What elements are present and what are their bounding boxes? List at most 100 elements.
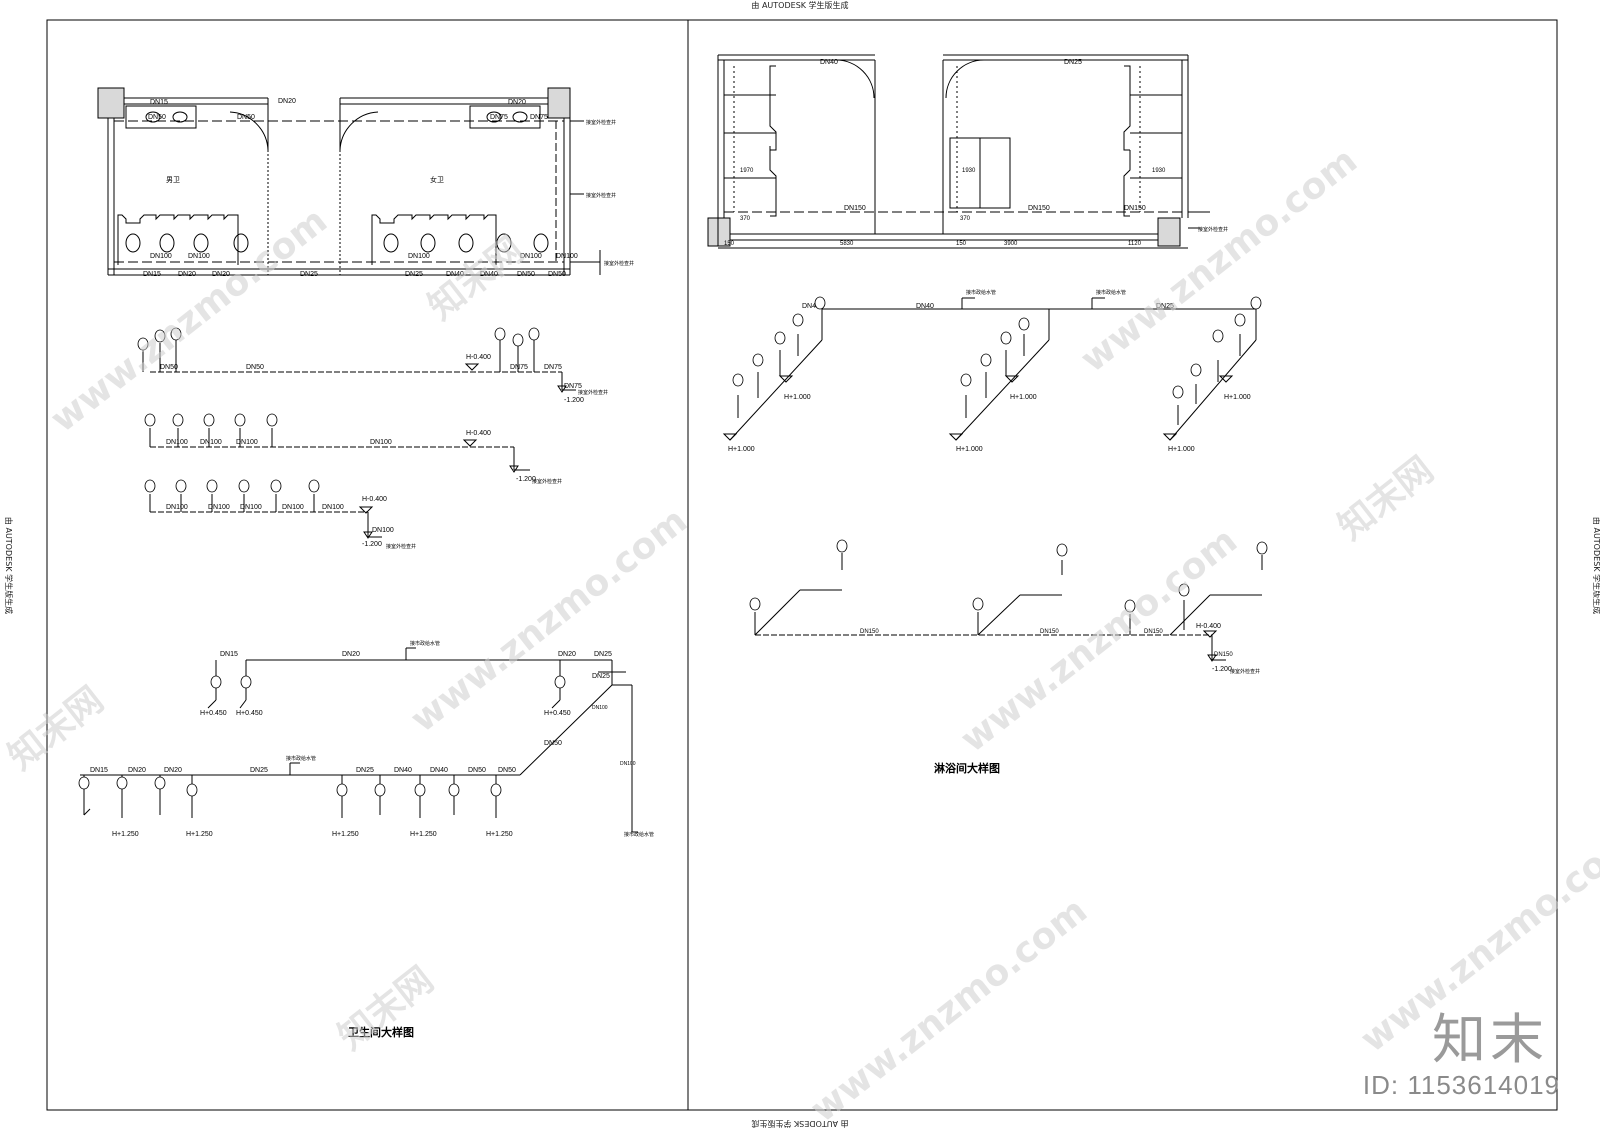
pipe-label: DN100 (200, 439, 222, 446)
title-shower-detail: 淋浴间大样图 (934, 761, 1000, 775)
elev-label: H+1.250 (112, 831, 139, 838)
pipe-label: DN25 (592, 673, 610, 680)
elev-label: H+0.450 (200, 710, 227, 717)
elev-label: H+1.000 (1168, 446, 1195, 453)
brand-logo: 知末 (1432, 1008, 1548, 1071)
pipe-label: DN100 (282, 504, 304, 511)
fixture-tag-bubble (308, 479, 320, 493)
dim-label: 1970 (740, 168, 754, 174)
pipe-label: DN150 (860, 629, 879, 635)
pipe-label: DN100 (236, 439, 258, 446)
fixture-tag-bubble (1190, 363, 1202, 377)
fixture-tag-bubble (1256, 541, 1268, 555)
elev-label: H+1.000 (1224, 394, 1251, 401)
pipe-label: DN50 (160, 364, 178, 371)
fixture-tag-bubble (836, 539, 848, 553)
pipe-label: DN20 (278, 98, 296, 105)
elev-label: H+1.000 (784, 394, 811, 401)
pipe-label: DN40 (430, 767, 448, 774)
elev-label: H+1.000 (956, 446, 983, 453)
pipe-label: DN25 (1156, 303, 1174, 310)
dim-label: 1930 (962, 168, 976, 174)
pipe-label: DN20 (164, 767, 182, 774)
fixture-tag-bubble (234, 413, 246, 427)
fixture-tag-bubble (238, 479, 250, 493)
elev-label: H+1.250 (332, 831, 359, 838)
autodesk-banner-bottom: 由 AUTODESK 学生版生成 (751, 1119, 849, 1128)
fixture-tag-bubble (1178, 583, 1190, 597)
pipe-label: DN75 (490, 114, 508, 121)
drain-iso-2 (149, 428, 530, 473)
fixture-tag-bubble (732, 373, 744, 387)
pipe-label: DN100 (592, 705, 608, 711)
dim-label: 150 (956, 241, 967, 247)
dim-label: 1930 (1152, 168, 1166, 174)
pipe-label: DN40 (820, 59, 838, 66)
pipe-label: DN50 (246, 364, 264, 371)
shower-plan (707, 54, 1210, 249)
pipe-label: DN40 (446, 271, 464, 278)
elev-label: H+1.000 (1010, 394, 1037, 401)
title-toilet-detail: 卫生间大样图 (348, 1025, 414, 1039)
pipe-label: DN75 (564, 383, 582, 390)
elev-label: -1.200 (564, 397, 584, 404)
pipe-label: DN25 (1064, 59, 1082, 66)
pipe-label: DN40 (916, 303, 934, 310)
elev-label: H-0.400 (466, 430, 491, 437)
elev-label: H+1.250 (410, 831, 437, 838)
fixture-tag-bubble (414, 783, 426, 797)
fixture-tag-bubble (78, 776, 90, 790)
pipe-label: DN20 (508, 99, 526, 106)
fixture-tag-bubble (206, 479, 218, 493)
pipe-label: DN15 (150, 99, 168, 106)
pipe-label: DN25 (300, 271, 318, 278)
pipe-label: DN150 (844, 205, 866, 212)
pipe-label: DN25 (405, 271, 423, 278)
pipe-label: DN150 (1040, 629, 1059, 635)
pipe-label: DN75 (530, 114, 548, 121)
elev-label: H+1.250 (186, 831, 213, 838)
fixture-tag-bubble (774, 331, 786, 345)
note-label: 接市政给水管 (966, 289, 996, 296)
fixture-tag-bubble (1250, 296, 1262, 310)
pipe-label: DN150 (1214, 652, 1233, 658)
pipe-label: DN100 (322, 504, 344, 511)
fixture-tag-bubble (1172, 385, 1184, 399)
pipe-label: DN15 (220, 651, 238, 658)
fixture-tag-bubble (814, 296, 826, 310)
note-label: 接市政给水管 (286, 755, 316, 762)
fixture-tag-bubble (266, 413, 278, 427)
fixture-tag-bubble (980, 353, 992, 367)
fixture-tag-bubble (137, 337, 149, 351)
pipe-label: DN100 (150, 253, 172, 260)
pipe-label: DN100 (520, 253, 542, 260)
pipe-label: DN50 (498, 767, 516, 774)
elev-label: H+1.000 (728, 446, 755, 453)
fixture-tag-bubble (172, 413, 184, 427)
elev-label: H+1.250 (486, 831, 513, 838)
pipe-label: DN15 (90, 767, 108, 774)
fixture-tag-bubble (374, 783, 386, 797)
fixture-tag-bubble (175, 479, 187, 493)
note-label: 接室外检查井 (586, 119, 616, 126)
pipe-label: DN25 (356, 767, 374, 774)
note-label: 接室外检查井 (578, 389, 608, 396)
note-label: 接室外检查井 (1230, 668, 1260, 675)
dim-label: 150 (724, 241, 735, 247)
note-label: 接市政给水管 (624, 831, 654, 838)
pipe-label: DN20 (558, 651, 576, 658)
pipe-label: DN100 (166, 439, 188, 446)
fixture-tag-bubble (186, 783, 198, 797)
fixture-tag-bubble (154, 776, 166, 790)
note-label: 接室外检查井 (604, 260, 634, 267)
fixture-tag-bubble (1000, 331, 1012, 345)
note-label: 接市政给水管 (1096, 289, 1126, 296)
fixture-tag-bubble (210, 675, 222, 689)
pipe-label: DN50 (148, 114, 166, 121)
dim-label: 370 (960, 216, 971, 222)
autodesk-banner-right: 由 AUTODESK 学生版生成 (1592, 517, 1600, 615)
pipe-label: DN25 (250, 767, 268, 774)
pipe-label: DN150 (1124, 205, 1146, 212)
fixture-tag-bubble (448, 783, 460, 797)
elev-label: -1.200 (516, 476, 536, 483)
